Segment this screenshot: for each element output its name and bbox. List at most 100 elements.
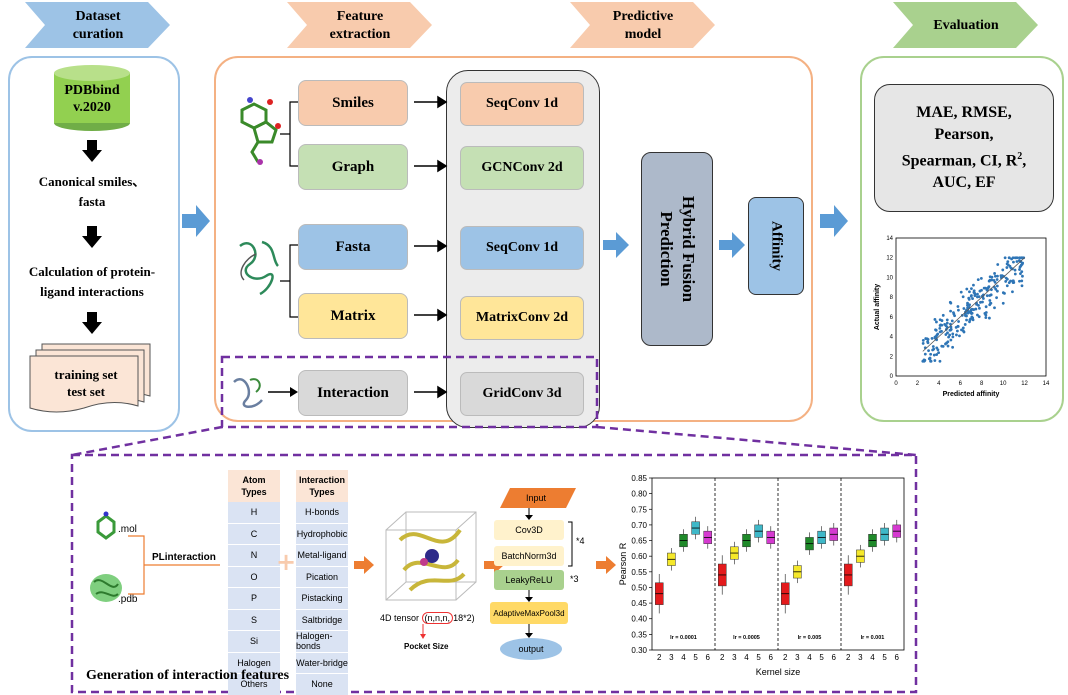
scatter-point	[1004, 276, 1008, 280]
scatter-point	[978, 306, 981, 310]
y-tick-label: 0.60	[631, 552, 647, 561]
metrics-box: MAE, RMSE, Pearson, Spearman, CI, R2, AU…	[874, 84, 1054, 212]
scatter-point	[975, 302, 978, 306]
interaction-protein-icon	[233, 378, 298, 408]
scatter-point	[996, 263, 1000, 266]
orange-arrow-icon	[596, 556, 616, 574]
scatter-point	[1007, 281, 1011, 285]
scatter-point	[963, 323, 967, 326]
scatter-y-tick: 0	[890, 374, 894, 380]
scatter-point	[1012, 260, 1015, 264]
scatter-point	[970, 307, 974, 311]
scatter-point	[926, 341, 930, 345]
scatter-x-tick: 14	[1043, 381, 1050, 387]
y-tick-label: 0.40	[631, 615, 647, 624]
scatter-point	[951, 335, 955, 339]
interaction-type-cell: Saltbridge	[296, 610, 348, 631]
atom-type-cell: N	[228, 545, 280, 567]
input-parallelogram	[500, 488, 576, 508]
scatter-point	[960, 328, 963, 332]
scatter-point	[970, 287, 973, 291]
plinteraction-label: PLinteraction	[152, 552, 216, 563]
conv-gcnconv: GCNConv 2d	[460, 146, 584, 190]
scatter-point	[1019, 256, 1023, 260]
scatter-x-tick: 4	[937, 381, 941, 387]
scatter-y-tick: 4	[890, 335, 894, 341]
scatter-x-tick: 2	[916, 381, 920, 387]
feature-brackets	[280, 101, 298, 318]
scatter-point	[957, 308, 960, 312]
scatter-point	[993, 274, 997, 278]
scatter-point	[946, 344, 950, 348]
x-tick-label: 6	[769, 653, 774, 662]
dataset-panel	[8, 56, 180, 432]
y-tick-label: 0.45	[631, 599, 647, 608]
scatter-point	[940, 329, 943, 333]
interaction-type-cell: None	[296, 674, 348, 695]
scatter-point	[933, 359, 937, 362]
y-tick-label: 0.75	[631, 505, 647, 514]
scatter-point	[961, 295, 965, 299]
flow-arrow-icon	[603, 232, 629, 258]
interaction-type-cell: Pistacking	[296, 588, 348, 610]
scatter-point	[985, 294, 989, 298]
x-tick-label: 4	[807, 653, 812, 662]
x-tick-label: 5	[882, 653, 887, 662]
tensor-shape-label: 4D tensor (n,n,n,18*2)	[380, 612, 475, 624]
scatter-point	[928, 356, 932, 360]
scatter-x-tick: 12	[1021, 381, 1028, 387]
down-arrow-icon	[525, 590, 533, 602]
pdb-label: .pdb	[118, 594, 138, 605]
x-tick-label: 4	[681, 653, 686, 662]
conv-gridconv: GridConv 3d	[460, 372, 584, 416]
scatter-point	[1001, 268, 1005, 272]
scatter-point	[933, 335, 937, 339]
scatter-point	[1022, 256, 1026, 260]
scatter-point	[962, 307, 966, 310]
scatter-point	[945, 321, 949, 325]
scatter-point	[1008, 264, 1012, 268]
feature-smiles: Smiles	[298, 80, 408, 126]
scatter-point	[976, 278, 980, 282]
scatter-point	[972, 283, 975, 287]
scatter-point	[1010, 257, 1013, 261]
scatter-fit-line	[922, 257, 1025, 352]
scatter-point	[965, 318, 968, 322]
tensor-grid-icon	[385, 511, 477, 601]
x-tick-label: 5	[693, 653, 698, 662]
scatter-point	[1018, 279, 1021, 283]
scatter-point	[1005, 266, 1009, 269]
database-cylinder-icon	[54, 65, 130, 131]
scatter-point	[981, 297, 985, 300]
scatter-x-label: Predicted affinity	[943, 391, 1000, 398]
scatter-point	[935, 320, 938, 324]
scatter-point	[1018, 268, 1021, 271]
zoom-dashed-frame	[70, 355, 918, 694]
scatter-point	[972, 289, 976, 293]
scatter-y-tick: 2	[890, 354, 894, 360]
y-tick-label: 0.55	[631, 568, 647, 577]
conv-seqconv-fasta: SeqConv 1d	[460, 226, 584, 270]
scatter-point	[1015, 260, 1019, 263]
scatter-point	[969, 317, 972, 321]
scatter-point	[959, 290, 963, 294]
y-tick-label: 0.70	[631, 521, 647, 530]
scatter-point	[931, 345, 935, 348]
scatter-point	[974, 307, 978, 311]
down-arrow-icon	[82, 312, 102, 334]
atom-type-cell: O	[228, 567, 280, 588]
x-tick-label: 2	[783, 653, 788, 662]
scatter-point	[966, 311, 970, 315]
flow-batchnorm3d: BatchNorm3d	[494, 546, 564, 566]
group-label: lr = 0.005	[798, 635, 822, 641]
scatter-y-tick: 8	[890, 295, 894, 301]
protein-icon	[239, 240, 280, 296]
scatter-point	[1011, 279, 1015, 283]
scatter-point	[1020, 279, 1024, 283]
scatter-point	[990, 275, 994, 279]
mol-label: .mol	[118, 524, 137, 535]
flow-cov3d: Cov3D	[494, 520, 564, 540]
